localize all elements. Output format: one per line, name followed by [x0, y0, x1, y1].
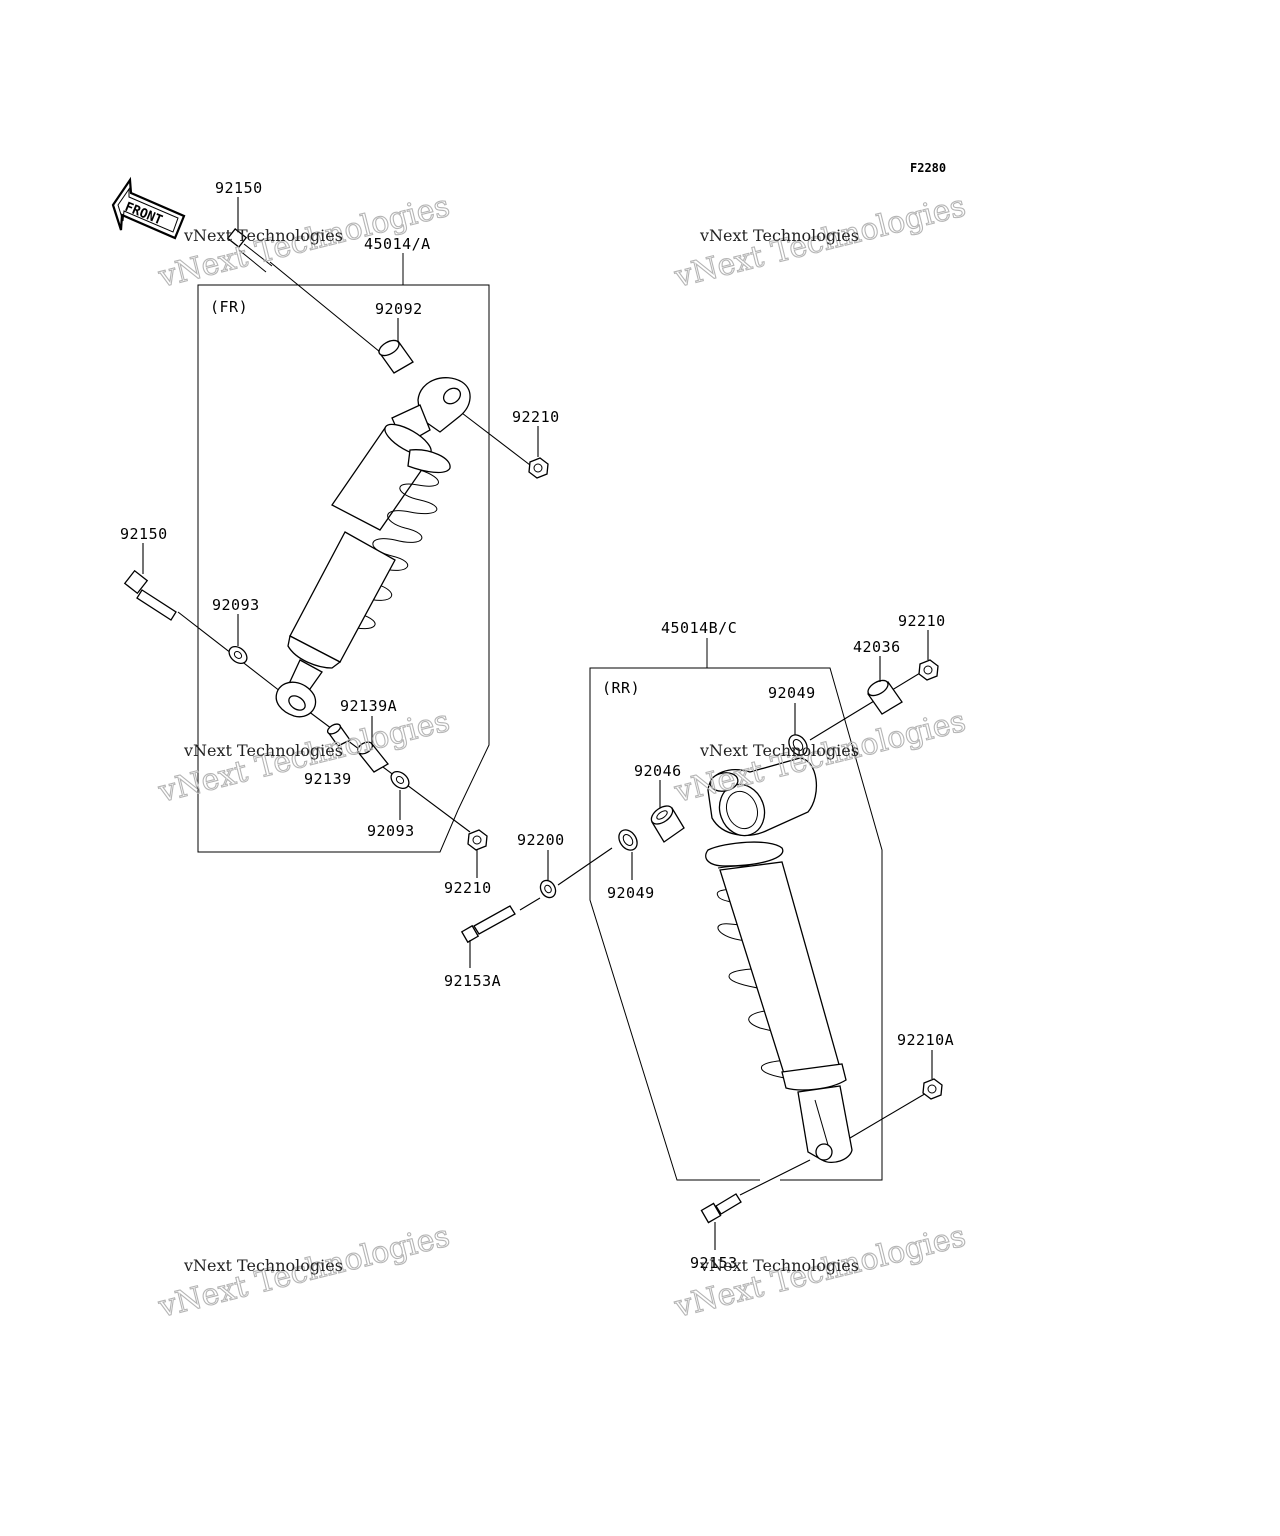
- washer-92093-lower: [390, 770, 410, 790]
- label-92139A: 92139A: [340, 697, 397, 715]
- nut-92210-rear-top: [918, 659, 939, 681]
- label-92200: 92200: [517, 831, 565, 849]
- front-arrow-icon: FRONT: [111, 176, 186, 240]
- label-92092: 92092: [375, 300, 423, 318]
- watermark-4: vNext Technologies vNext Technologies: [670, 703, 970, 810]
- front-shock-absorber: [275, 377, 471, 718]
- front-top-axis-line-2: [457, 409, 531, 466]
- watermark-5: vNext Technologies vNext Technologies: [154, 1218, 454, 1325]
- rear-group-frame: [589, 638, 883, 1181]
- label-92049-top: 92049: [768, 684, 816, 702]
- label-92153: 92153: [690, 1254, 738, 1272]
- rear-assembly-label: 45014B/C: [661, 619, 737, 637]
- seal-92049-bottom: [618, 829, 638, 851]
- rear-shock-absorber: [705, 757, 853, 1164]
- label-92153A: 92153A: [444, 972, 501, 990]
- svg-text:vNext Technologies: vNext Technologies: [183, 741, 343, 760]
- bolt-92153A: [460, 905, 516, 944]
- bolt-92150-left: [123, 569, 177, 621]
- label-92093-upper: 92093: [212, 596, 260, 614]
- svg-text:vNext Technologies: vNext Technologies: [699, 741, 859, 760]
- rear-top-axis-line-1: [519, 897, 541, 911]
- rear-bottom-axis-line-2: [849, 1091, 929, 1139]
- label-92210-front-bottom: 92210: [444, 879, 492, 897]
- front-top-axis-line: [269, 261, 381, 353]
- sleeve-92139A: [356, 741, 389, 773]
- label-92093-lower: 92093: [367, 822, 415, 840]
- label-92139: 92139: [304, 770, 352, 788]
- label-92049-bottom: 92049: [607, 884, 655, 902]
- bolt-92153: [700, 1193, 742, 1224]
- svg-text:vNext Technologies: vNext Technologies: [699, 226, 859, 245]
- washer-92093-upper: [228, 645, 248, 665]
- rear-top-axis-line-3: [809, 669, 926, 741]
- collar-92092: [378, 339, 414, 374]
- label-92210A: 92210A: [897, 1031, 954, 1049]
- nut-92210-front-top: [528, 457, 549, 479]
- sleeve-92139: [326, 723, 351, 747]
- nut-92210-front-bottom: [467, 829, 488, 851]
- bolt-92150-top: [226, 228, 273, 273]
- collar-42036: [867, 679, 903, 715]
- label-92150-left: 92150: [120, 525, 168, 543]
- rear-bottom-axis-line-1: [739, 1159, 811, 1196]
- watermark-3: vNext Technologies vNext Technologies: [154, 703, 454, 810]
- watermark-2: vNext Technologies vNext Technologies: [670, 188, 970, 295]
- label-92210-front-top: 92210: [512, 408, 560, 426]
- front-assembly-label: 45014/A: [364, 235, 431, 253]
- label-92046: 92046: [634, 762, 682, 780]
- washer-92200: [539, 879, 557, 899]
- nut-92210A: [922, 1078, 943, 1100]
- front-group-tag: (FR): [210, 298, 248, 316]
- front-bottom-axis-line-2: [299, 704, 471, 833]
- front-group-frame: [197, 253, 490, 853]
- svg-text:vNext Technologies: vNext Technologies: [699, 1256, 859, 1275]
- label-42036: 42036: [853, 638, 901, 656]
- svg-text:vNext Technologies: vNext Technologies: [183, 1256, 343, 1275]
- seal-92049-top: [788, 734, 808, 756]
- svg-text:vNext Technologies: vNext Technologies: [183, 226, 343, 245]
- bearing-92046: [650, 805, 685, 843]
- rear-group-tag: (RR): [602, 679, 640, 697]
- label-92150-top: 92150: [215, 179, 263, 197]
- diagram-code: F2280: [910, 161, 946, 175]
- rear-top-axis-line-2: [557, 847, 613, 886]
- label-92210-rear-top: 92210: [898, 612, 946, 630]
